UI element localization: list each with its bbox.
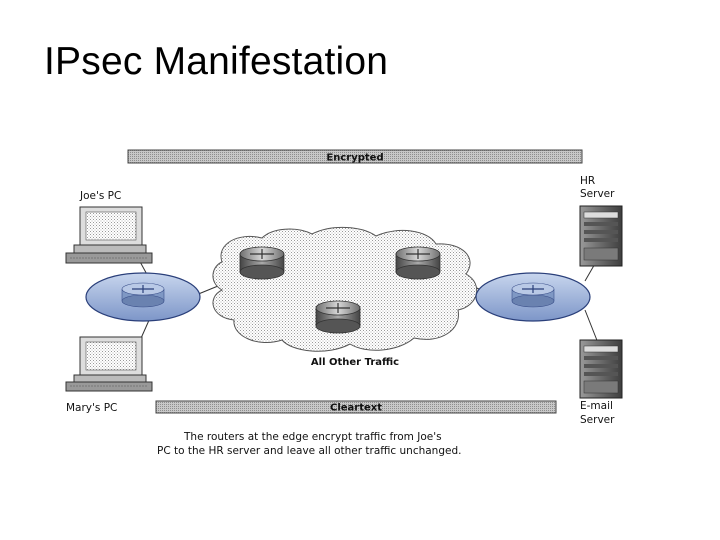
edge-router-left (85, 272, 201, 322)
caption-line2: PC to the HR server and leave all other … (157, 445, 461, 457)
cleartext-label: Cleartext (330, 403, 382, 414)
hr-server-label-line1: HR (580, 175, 595, 187)
email-server-icon (579, 339, 623, 399)
marys-pc-label: Mary's PC (66, 402, 117, 414)
email-server-label-line2: Server (580, 414, 615, 426)
edge-router-right (475, 272, 591, 322)
router-core-right (395, 246, 441, 280)
hr-server-label-line2: Server (580, 188, 615, 200)
cloud-label: All Other Traffic (311, 357, 399, 368)
email-server-label-line1: E-mail (580, 400, 613, 412)
marys-pc-icon (65, 336, 153, 392)
cleartext-bar: Cleartext (155, 400, 557, 414)
encrypted-bar: Encrypted (127, 149, 583, 164)
caption-line1: The routers at the edge encrypt traffic … (183, 431, 442, 443)
hr-server-icon (579, 205, 623, 267)
slide-title: IPsec Manifestation (44, 40, 389, 83)
joes-pc-label: Joe's PC (79, 190, 121, 202)
joes-pc-icon (65, 206, 153, 264)
encrypted-label: Encrypted (326, 153, 383, 164)
router-core-left (239, 246, 285, 280)
router-core-bottom (315, 300, 361, 334)
